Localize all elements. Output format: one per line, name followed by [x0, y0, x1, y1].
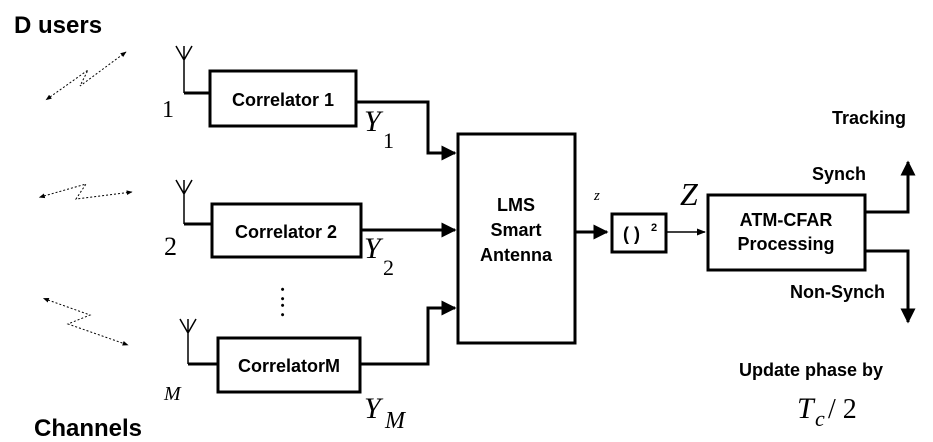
svg-text:c: c — [815, 406, 825, 431]
update-phase-label: Update phase by — [739, 360, 883, 380]
svg-text:2: 2 — [383, 255, 394, 280]
vertical-ellipsis-2: : — [279, 293, 286, 322]
wireless-signal-icon-3 — [42, 297, 129, 346]
squarer-label: ( ) 2 — [623, 222, 657, 244]
antenna-icon-m — [179, 318, 218, 366]
smart-antenna-line1: LMS — [497, 195, 535, 215]
svg-text:/ 2: / 2 — [828, 394, 857, 425]
non-synch-output-wire — [865, 249, 916, 324]
correlator-2-label: Correlator 2 — [235, 222, 337, 242]
antenna-index-m: M — [163, 383, 182, 405]
correlator-m-output-wire — [360, 300, 457, 366]
svg-text:( ): ( ) — [623, 224, 640, 244]
output-label-ym: Y M — [364, 392, 407, 434]
channels-label: Channels — [34, 415, 142, 442]
antenna-index-1: 1 — [162, 97, 174, 123]
smart-antenna-line2: Smart — [490, 220, 541, 240]
signal-z-big: Z — [680, 176, 699, 212]
squarer-box — [610, 212, 668, 254]
svg-text:Y: Y — [364, 105, 384, 138]
title-d-users: D users — [14, 12, 102, 39]
update-phase-formula: T c / 2 — [797, 392, 857, 431]
output-label-y2: Y 2 — [364, 232, 394, 280]
cfar-line1: ATM-CFAR — [740, 210, 833, 230]
svg-text:M: M — [384, 408, 407, 434]
correlator-2-box — [210, 202, 363, 259]
svg-text:Y: Y — [364, 392, 384, 425]
atm-cfar-box — [706, 193, 867, 272]
tracking-label: Tracking — [832, 108, 906, 128]
cfar-line2: Processing — [737, 234, 834, 254]
synch-label: Synch — [812, 164, 866, 184]
synch-output-wire — [865, 160, 916, 214]
wireless-signal-icon-2 — [38, 183, 133, 200]
vertical-ellipsis: : — [279, 277, 286, 306]
lms-smart-antenna-box — [456, 132, 577, 345]
wireless-signal-icon-1 — [45, 51, 127, 101]
antenna-index-2: 2 — [164, 232, 177, 261]
non-synch-label: Non-Synch — [790, 282, 885, 302]
correlator-1-output-wire — [356, 100, 457, 161]
svg-text:1: 1 — [383, 128, 394, 153]
svg-text:Y: Y — [364, 232, 384, 265]
antenna-icon-2 — [175, 179, 212, 226]
smart-antenna-line3: Antenna — [480, 245, 553, 265]
svg-text:T: T — [797, 392, 816, 425]
signal-z-small: z — [593, 188, 600, 204]
correlator-m-box — [216, 336, 362, 394]
antenna-icon-1 — [175, 45, 210, 95]
output-label-y1: Y 1 — [364, 105, 394, 153]
correlator-1-label: Correlator 1 — [232, 90, 334, 110]
svg-text:2: 2 — [651, 222, 657, 234]
correlator-m-label: CorrelatorM — [238, 356, 340, 376]
correlator-1-box — [208, 69, 358, 128]
